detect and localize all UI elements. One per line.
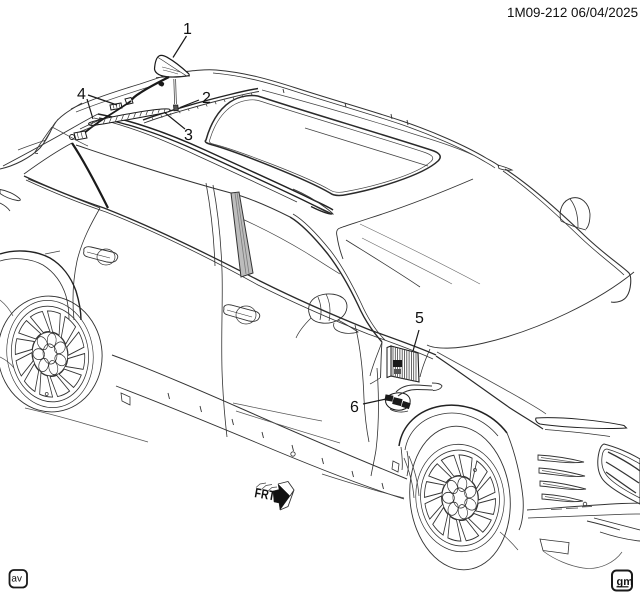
svg-text:FRT: FRT (253, 485, 276, 503)
svg-text:1M09-212 06/04/2025: 1M09-212 06/04/2025 (507, 5, 638, 20)
svg-text:6: 6 (350, 399, 359, 416)
svg-text:4: 4 (77, 86, 86, 103)
svg-text:av: av (11, 574, 22, 585)
svg-text:gm: gm (617, 576, 634, 588)
svg-text:3: 3 (184, 127, 193, 144)
svg-text:2: 2 (202, 90, 211, 107)
svg-text:1: 1 (183, 21, 192, 38)
svg-text:5: 5 (415, 310, 424, 327)
